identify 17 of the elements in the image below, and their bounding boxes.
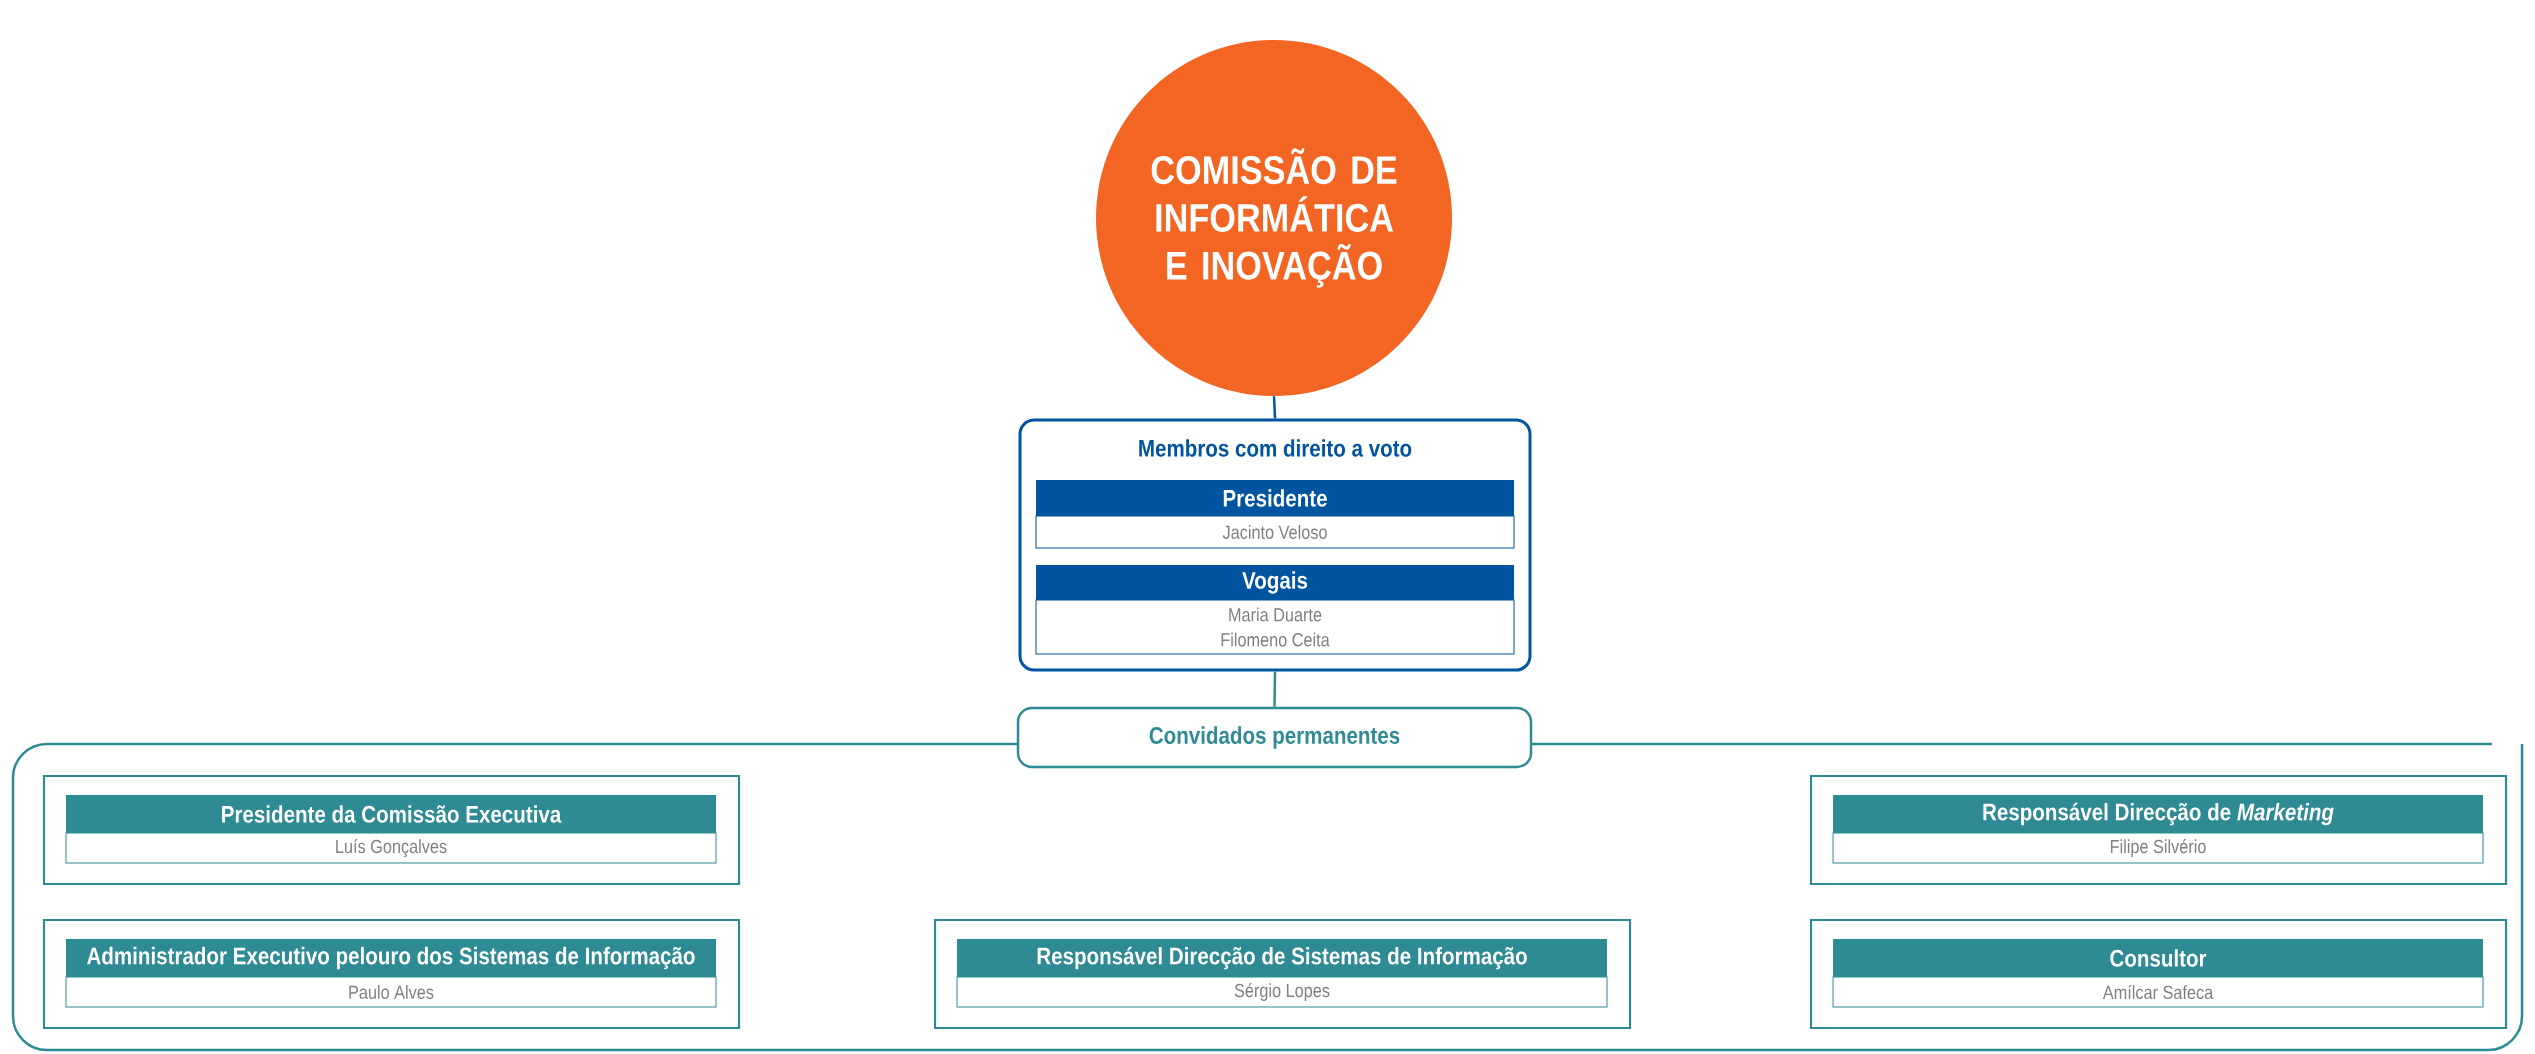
connector-line [1272, 396, 1277, 419]
card-header: Presidente [1036, 480, 1514, 516]
name-cell: Jacinto Veloso [1035, 515, 1515, 549]
group-label: Convidados permanentes [1016, 706, 1533, 769]
card-header: Responsável Direcção de Marketing [1833, 795, 2484, 833]
card-header: Responsável Direcção de Sistemas de Informação [957, 939, 1608, 977]
name-cell: Maria Duarte Filomeno Ceita [1035, 599, 1515, 655]
card-header: Administrador Executivo pelouro dos Sistemas de Informação [66, 939, 716, 977]
name-cell: Luís Gonçalves [65, 832, 717, 864]
name-cell: Paulo Alves [65, 976, 717, 1008]
name-cell: Filipe Silvério [1832, 832, 2484, 864]
card-header: Consultor [1833, 939, 2484, 977]
name-cell: Amílcar Safeca [1832, 976, 2484, 1008]
card-header: Presidente da Comissão Executiva [66, 795, 716, 833]
card-header: Vogais [1036, 565, 1514, 600]
connector-line [1273, 671, 1277, 707]
name-cell: Sérgio Lopes [956, 976, 1608, 1008]
